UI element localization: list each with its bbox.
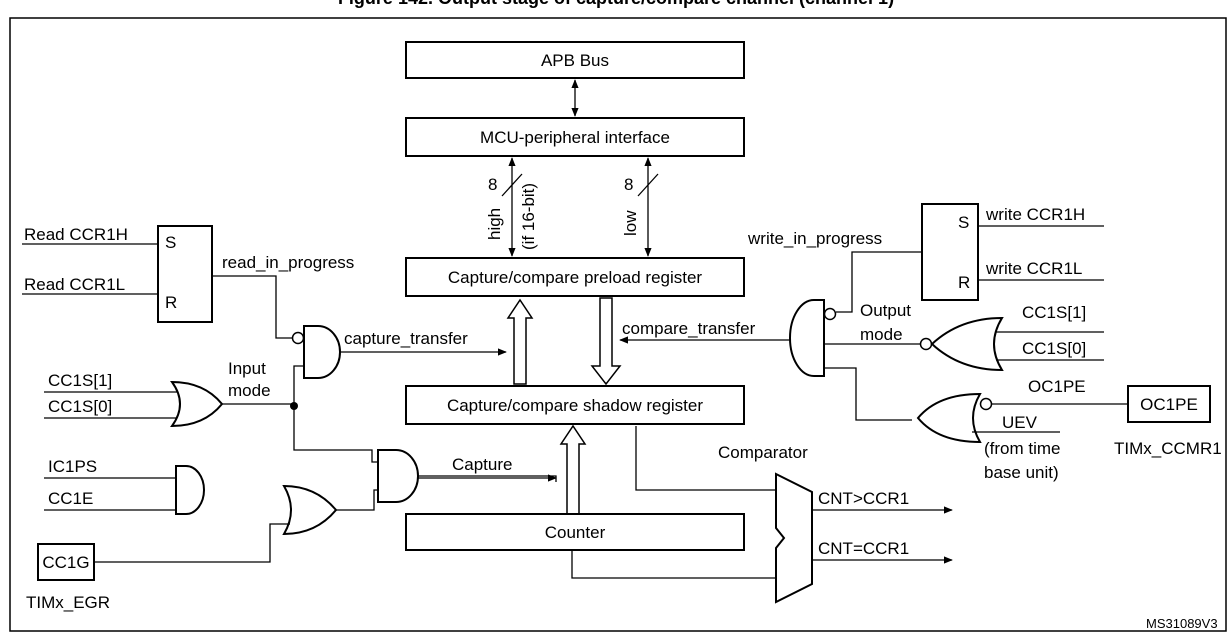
preload-register-label: Capture/compare preload register xyxy=(448,268,703,287)
capture-and-gate xyxy=(377,449,419,503)
high-bus-width: 8 xyxy=(488,175,497,194)
cc1s0-left-label: CC1S[0] xyxy=(48,397,112,416)
figure-code: MS31089V3 xyxy=(1146,616,1218,631)
high-bus-slash xyxy=(501,173,523,197)
read-latch-s: S xyxy=(165,233,176,252)
ic1ps-label: IC1PS xyxy=(48,457,97,476)
cc1g-label: CC1G xyxy=(42,553,89,572)
low-bus-slash xyxy=(637,173,659,197)
output-mode-nor-gate xyxy=(930,316,1004,372)
capture-wire xyxy=(418,475,557,482)
ic1ps-cc1e-and-gate xyxy=(175,465,205,515)
write-ccr1h-label: write CCR1H xyxy=(985,205,1085,224)
counter-to-comparator-wire xyxy=(571,550,776,579)
figure-title: Figure 142. Output stage of capture/comp… xyxy=(338,0,894,8)
read-in-progress-label: read_in_progress xyxy=(222,253,354,272)
read-ccr1h-label: Read CCR1H xyxy=(24,225,128,244)
write-in-progress-label: write_in_progress xyxy=(747,229,882,248)
figure-frame xyxy=(9,17,1227,632)
if-16bit-label: (if 16-bit) xyxy=(519,183,538,250)
compare-transfer-label: compare_transfer xyxy=(622,319,756,338)
oc1pe-signal-label: OC1PE xyxy=(1028,377,1086,396)
cc1s1-right-label: CC1S[1] xyxy=(1022,303,1086,322)
shadow-to-comparator-wire xyxy=(635,426,776,491)
cc1g-box xyxy=(37,543,95,581)
preload-register-block xyxy=(405,257,745,297)
counter-block xyxy=(405,513,745,551)
shadow-register-label: Capture/compare shadow register xyxy=(447,396,703,415)
capture-transfer-hollow-arrow xyxy=(506,298,534,385)
mcu-interface-label: MCU-peripheral interface xyxy=(480,128,670,147)
low-bus-width: 8 xyxy=(624,175,633,194)
from-time-label-2: base unit) xyxy=(984,463,1059,482)
input-mode-or-gate xyxy=(170,380,224,428)
cc1s1-left-label: CC1S[1] xyxy=(48,371,112,390)
oc1pe-box xyxy=(1127,385,1211,423)
comparator-label: Comparator xyxy=(718,443,808,462)
capture-and-inverter-bubble xyxy=(291,331,305,345)
input-mode-label-2: mode xyxy=(228,381,271,400)
apb-bus-block xyxy=(405,41,745,79)
shadow-register-block xyxy=(405,385,745,425)
read-sr-latch xyxy=(157,225,213,323)
write-in-progress-wire xyxy=(836,251,922,313)
read-in-progress-wire xyxy=(212,275,292,339)
apb-bus-label: APB Bus xyxy=(541,51,609,70)
cc1g-or-gate xyxy=(282,484,338,536)
output-mode-label-2: mode xyxy=(860,325,903,344)
timx-ccmr1-label: TIMx_CCMR1 xyxy=(1114,439,1222,458)
cc1e-label: CC1E xyxy=(48,489,93,508)
cnt-eq-ccr1-label: CNT=CCR1 xyxy=(818,539,909,558)
cc1s0-right-label: CC1S[0] xyxy=(1022,339,1086,358)
comparator-block xyxy=(775,472,813,604)
read-latch-r: R xyxy=(165,293,177,312)
mcu-interface-block xyxy=(405,117,745,157)
write-ccr1l-label: write CCR1L xyxy=(985,259,1082,278)
output-mode-label-1: Output xyxy=(860,301,911,320)
oc1pe-nor-output-wire xyxy=(824,367,912,421)
capture-label: Capture xyxy=(452,455,512,474)
cc1g-or-output xyxy=(336,489,384,511)
read-ccr1l-label: Read CCR1L xyxy=(24,275,125,294)
low-label: low xyxy=(621,210,640,236)
input-mode-label-1: Input xyxy=(228,359,266,378)
oc1pe-uev-nor-gate xyxy=(916,392,982,444)
capture-transfer-label: capture_transfer xyxy=(344,329,468,348)
counter-label: Counter xyxy=(545,523,606,542)
capture-transfer-and-gate xyxy=(303,325,341,379)
cc1g-wire xyxy=(94,523,290,563)
timx-egr-label: TIMx_EGR xyxy=(26,593,110,612)
uev-label: UEV xyxy=(1002,413,1038,432)
oc1pe-nor-bubble xyxy=(979,397,993,411)
write-latch-r: R xyxy=(958,273,970,292)
oc1pe-box-label: OC1PE xyxy=(1140,395,1198,414)
input-mode-to-capture-gate xyxy=(293,406,378,463)
write-latch-s: S xyxy=(958,213,969,232)
counter-capture-hollow-arrow xyxy=(559,424,587,515)
compare-and-inverter-bubble xyxy=(823,307,837,321)
from-time-label-1: (from time xyxy=(984,439,1061,458)
input-mode-to-capture-and xyxy=(293,365,304,406)
compare-transfer-and-gate xyxy=(789,299,825,377)
cnt-gt-ccr1-label: CNT>CCR1 xyxy=(818,489,909,508)
nor-output-bubble xyxy=(919,337,933,351)
high-label: high xyxy=(485,208,504,240)
compare-transfer-hollow-arrow xyxy=(590,297,622,386)
